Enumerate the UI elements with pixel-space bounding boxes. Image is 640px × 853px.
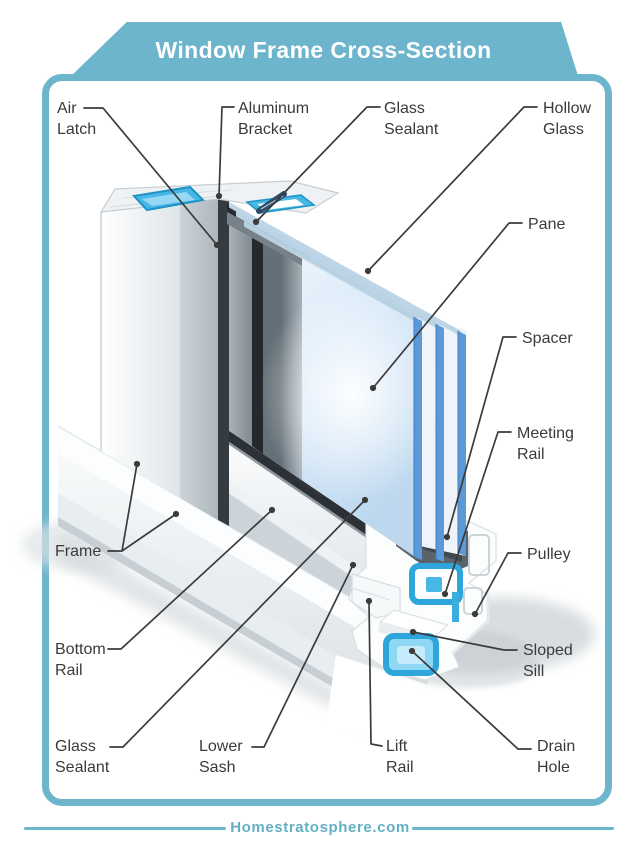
page-title: Window Frame Cross-Section bbox=[155, 37, 492, 63]
leader-glass-sealant-bottom bbox=[109, 499, 366, 748]
bottom-rail-beam bbox=[57, 425, 429, 743]
leader-pulley bbox=[474, 552, 522, 615]
leader-meeting-rail bbox=[444, 431, 512, 595]
title-banner: Window Frame Cross-Section bbox=[68, 22, 579, 79]
label-pulley: Pulley bbox=[527, 546, 571, 563]
leader-lower-sash bbox=[251, 564, 354, 748]
leader-spacer bbox=[446, 336, 517, 538]
leader-bottom-rail bbox=[107, 509, 273, 650]
leader-glass-sealant-top bbox=[255, 106, 381, 223]
leader-aluminum-bracket bbox=[218, 106, 235, 197]
leader-pane bbox=[372, 222, 523, 389]
leader-dots bbox=[133, 192, 479, 655]
footer-rule-left bbox=[24, 827, 226, 830]
glass-panes bbox=[229, 202, 466, 562]
sill-details bbox=[351, 563, 463, 676]
beam-mask bbox=[326, 655, 475, 770]
leader-lines bbox=[83, 106, 538, 750]
footer-site-name: Homestratosphere.com bbox=[230, 819, 410, 836]
footer-rule-right bbox=[412, 827, 614, 830]
label-frame: Frame bbox=[55, 543, 102, 560]
label-spacer: Spacer bbox=[522, 330, 573, 347]
label-pane: Pane bbox=[528, 216, 566, 233]
leader-drain-hole bbox=[411, 650, 532, 750]
leader-frame-b bbox=[121, 513, 177, 552]
leader-lift-rail bbox=[368, 600, 383, 747]
leader-hollow-glass bbox=[367, 106, 538, 272]
leader-air-latch bbox=[83, 107, 218, 246]
leader-sloped-sill bbox=[412, 631, 518, 651]
